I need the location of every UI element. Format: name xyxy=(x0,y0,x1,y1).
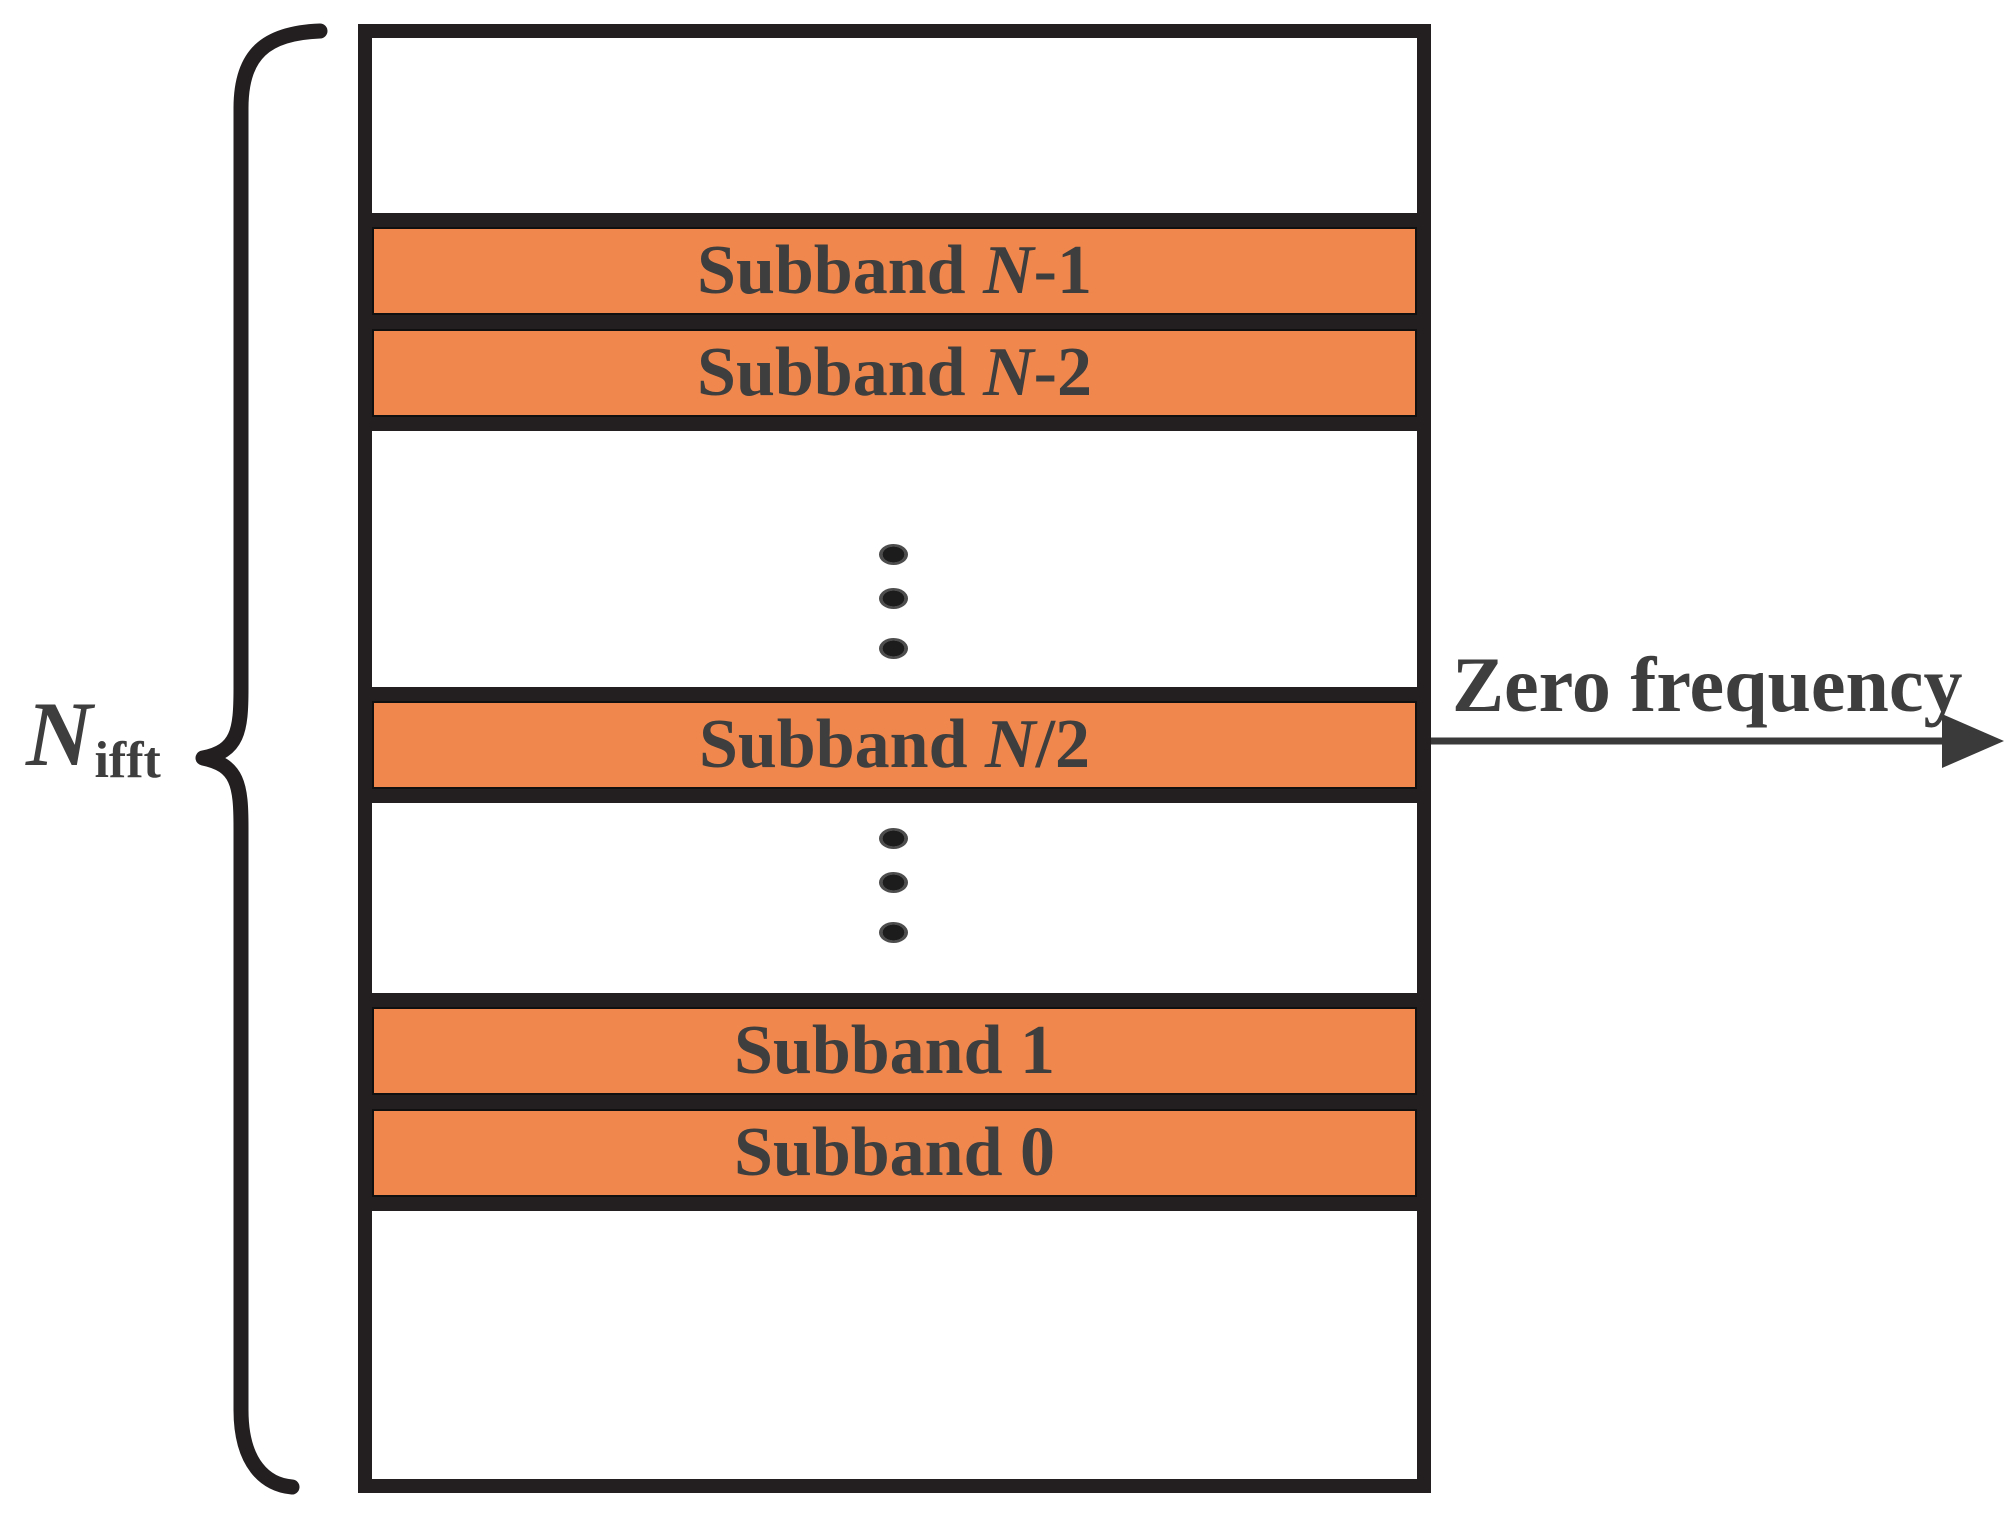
band-separator xyxy=(372,993,1417,1007)
ellipsis-dot xyxy=(879,828,908,849)
subband-label-variable: N xyxy=(985,706,1036,783)
subband-band-n-2: Subband N-2 xyxy=(372,329,1417,417)
nifft-brace xyxy=(195,23,328,1495)
subband-label: Subband xyxy=(733,1012,1021,1089)
band-separator xyxy=(372,1095,1417,1109)
subband-label-suffix: 0 xyxy=(1020,1114,1056,1191)
ifft-box: Subband N-1 Subband N-2 Subband N/2 Subb… xyxy=(358,24,1431,1493)
band-separator xyxy=(372,687,1417,701)
subband-label-suffix: /2 xyxy=(1035,706,1091,783)
ellipsis-dot xyxy=(879,588,908,609)
zero-frequency-arrowhead-icon xyxy=(1942,714,2004,768)
band-separator xyxy=(372,1197,1417,1211)
subband-band-n-half: Subband N/2 xyxy=(372,701,1417,789)
nifft-subscript: ifft xyxy=(94,732,161,789)
subband-label: Subband xyxy=(733,1114,1021,1191)
subband-label: Subband xyxy=(697,232,984,309)
nifft-label: Nifft xyxy=(26,688,161,787)
subband-label-suffix: -2 xyxy=(1033,334,1092,411)
subband-label-variable: N xyxy=(983,232,1034,309)
ellipsis-dot xyxy=(879,638,908,659)
band-separator xyxy=(372,315,1417,329)
nifft-symbol: N xyxy=(26,683,93,785)
guard-band-top xyxy=(372,38,1417,213)
subband-band-0: Subband 0 xyxy=(372,1109,1417,1197)
zero-frequency-label: Zero frequency xyxy=(1452,641,1963,728)
ellipsis-dot xyxy=(879,872,908,893)
band-separator xyxy=(372,417,1417,431)
subband-label: Subband xyxy=(697,334,984,411)
ellipsis-dot xyxy=(879,922,908,943)
guard-band-bottom xyxy=(372,1211,1417,1479)
ellipsis-dot xyxy=(879,544,908,565)
subband-label-suffix: -1 xyxy=(1033,232,1092,309)
subband-label-variable: N xyxy=(983,334,1034,411)
band-separator xyxy=(372,213,1417,227)
subband-label: Subband xyxy=(698,706,986,783)
subband-band-1: Subband 1 xyxy=(372,1007,1417,1095)
band-separator xyxy=(372,789,1417,803)
subband-band-n-1: Subband N-1 xyxy=(372,227,1417,315)
subband-label-suffix: 1 xyxy=(1020,1012,1056,1089)
